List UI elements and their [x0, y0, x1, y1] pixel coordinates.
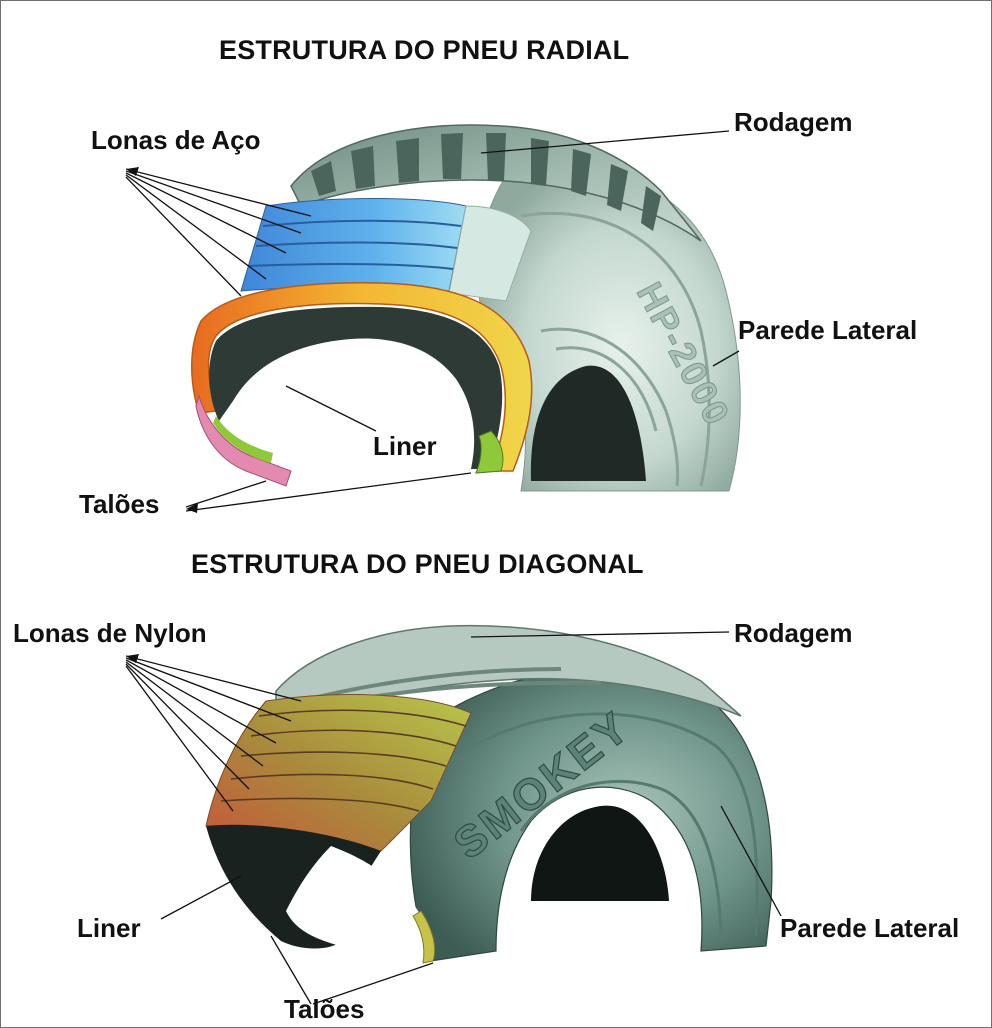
- label-radial-steel-belts: Lonas de Aço: [91, 125, 261, 156]
- label-radial-sidewall: Parede Lateral: [738, 315, 917, 346]
- label-diagonal-nylon-plies: Lonas de Nylon: [13, 618, 207, 649]
- label-radial-beads: Talões: [79, 489, 159, 520]
- label-diagonal-beads: Talões: [284, 994, 364, 1025]
- label-radial-tread: Rodagem: [734, 107, 852, 138]
- radial-title: ESTRUTURA DO PNEU RADIAL: [219, 35, 629, 66]
- diagonal-tire-illustration: SMOKEY: [206, 626, 772, 963]
- radial-leader-arrowheads: [126, 167, 198, 513]
- radial-inner-liner: [209, 307, 502, 469]
- label-diagonal-sidewall: Parede Lateral: [780, 913, 959, 944]
- label-radial-liner: Liner: [373, 431, 437, 462]
- radial-tire-illustration: HP-2000: [192, 125, 741, 491]
- diagonal-rim-opening: [531, 806, 669, 901]
- label-diagonal-tread: Rodagem: [734, 618, 852, 649]
- diagonal-title: ESTRUTURA DO PNEU DIAGONAL: [191, 549, 644, 580]
- label-diagonal-liner: Liner: [77, 913, 141, 944]
